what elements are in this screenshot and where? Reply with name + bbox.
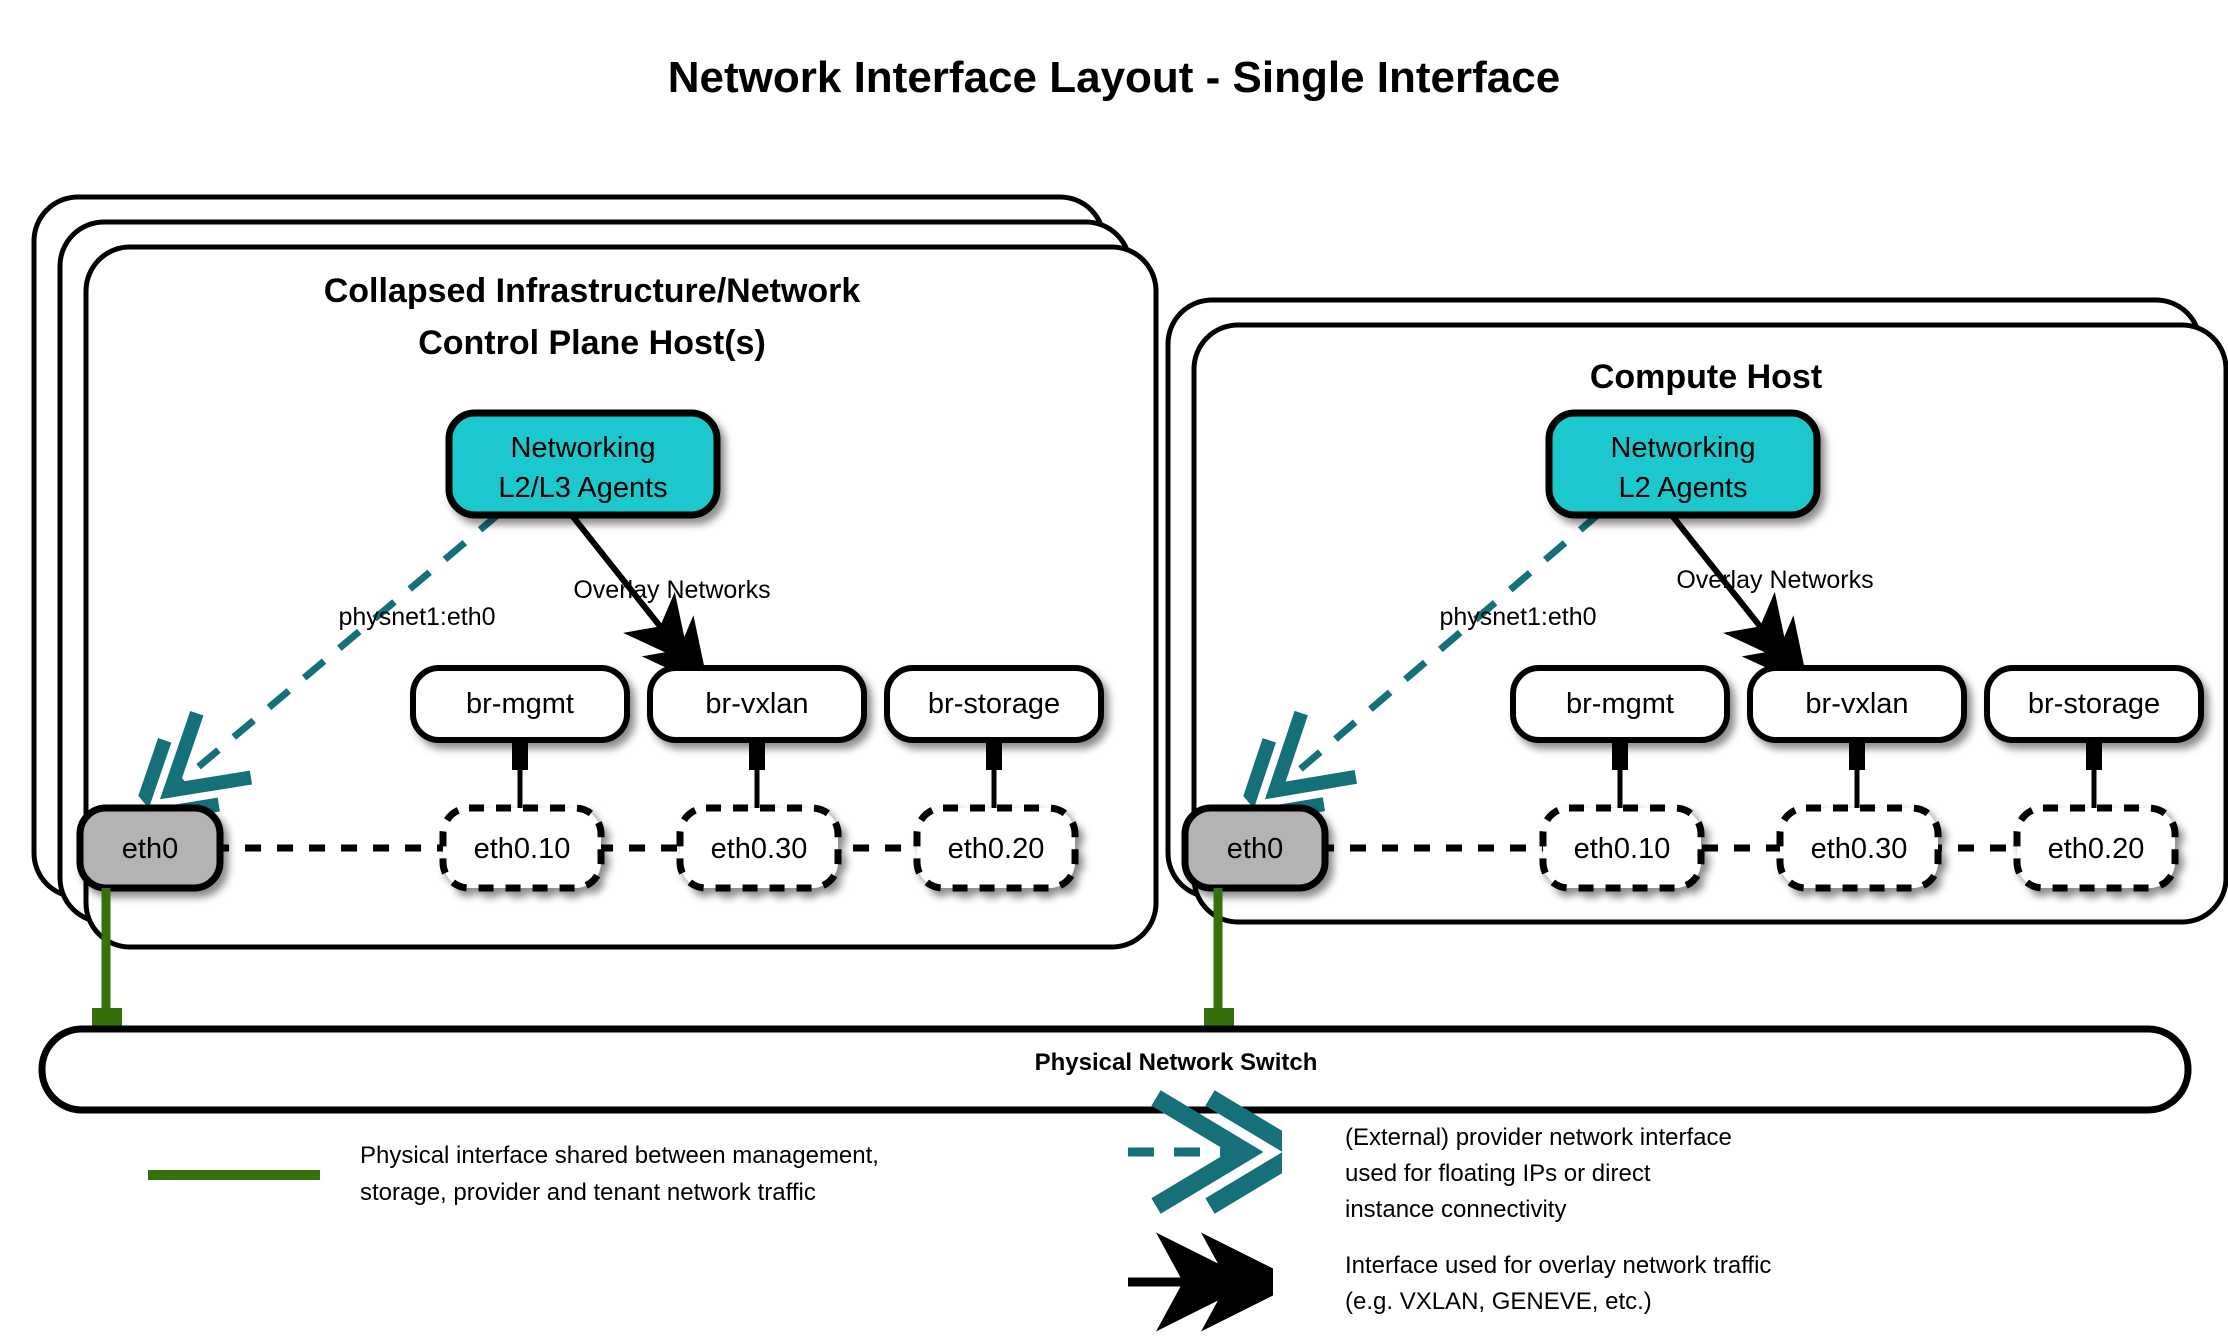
networking-agents-node[interactable]: Networking L2 Agents — [1545, 409, 1821, 519]
vlan-label: eth0.10 — [1574, 833, 1671, 865]
switch-label: Physical Network Switch — [1035, 1049, 1318, 1076]
legend-text-line: (External) provider network interface — [1345, 1124, 1732, 1151]
control-plane-host[interactable]: Collapsed Infrastructure/Network Control… — [76, 272, 1104, 892]
host-title-line2: Control Plane Host(s) — [418, 324, 766, 362]
bridge-group-br-storage[interactable]: br-storage — [884, 665, 1104, 822]
overlay-link-label: Overlay Networks — [1676, 566, 1873, 594]
legend: Physical interface shared between manage… — [148, 1124, 1771, 1315]
overlay-network-link — [1667, 511, 1790, 664]
bridge-label: br-storage — [2028, 688, 2160, 720]
agents-label-line2: L2 Agents — [1619, 472, 1748, 504]
legend-item-provider: (External) provider network interface us… — [1128, 1124, 1732, 1223]
overlay-link-label: Overlay Networks — [573, 576, 770, 604]
vlan-label: eth0.30 — [1811, 833, 1908, 865]
vlan-node-eth0-10[interactable]: eth0.10 — [1539, 804, 1705, 892]
nic-label: eth0 — [1227, 833, 1283, 865]
vlan-node-eth0-20[interactable]: eth0.20 — [913, 804, 1079, 892]
bridge-label: br-mgmt — [1566, 688, 1674, 720]
legend-text-line: storage, provider and tenant network tra… — [360, 1179, 816, 1206]
legend-text-line: instance connectivity — [1345, 1196, 1566, 1223]
legend-text-line: Physical interface shared between manage… — [360, 1142, 879, 1169]
page-title: Network Interface Layout - Single Interf… — [668, 53, 1560, 102]
legend-text-line: Interface used for overlay network traff… — [1345, 1252, 1771, 1279]
compute-host-stack — [1165, 297, 2228, 925]
host-card-front — [1191, 322, 2228, 925]
bridge-group-br-mgmt[interactable]: br-mgmt — [1510, 665, 1730, 822]
bridge-group-br-vxlan[interactable]: br-vxlan — [1747, 665, 1967, 822]
vlan-node-eth0-30[interactable]: eth0.30 — [1776, 804, 1942, 892]
agents-label-line1: Networking — [1610, 432, 1755, 464]
overlay-network-link — [567, 511, 690, 664]
legend-item-physical: Physical interface shared between manage… — [148, 1142, 879, 1206]
bridge-label: br-vxlan — [1805, 688, 1908, 720]
compute-host[interactable]: Compute Host physnet1:eth0 Overlay Netwo… — [1181, 358, 2204, 892]
vlan-label: eth0.30 — [711, 833, 808, 865]
vlan-label: eth0.20 — [948, 833, 1045, 865]
physical-network-switch[interactable]: Physical Network Switch — [38, 1025, 2192, 1114]
agents-label-line1: Networking — [510, 432, 655, 464]
host-card-front — [83, 244, 1159, 950]
host-title-line1: Compute Host — [1590, 358, 1822, 396]
vlan-label: eth0.10 — [474, 833, 571, 865]
bridge-label: br-storage — [928, 688, 1060, 720]
nic-label: eth0 — [122, 833, 178, 865]
bridge-label: br-vxlan — [705, 688, 808, 720]
host-title-line1: Collapsed Infrastructure/Network — [324, 272, 861, 310]
provider-link-label: physnet1:eth0 — [1439, 603, 1596, 631]
networking-agents-node[interactable]: Networking L2/L3 Agents — [445, 409, 721, 519]
legend-item-overlay: Interface used for overlay network traff… — [1128, 1252, 1771, 1315]
legend-text-line: used for floating IPs or direct — [1345, 1160, 1651, 1187]
vlan-node-eth0-30[interactable]: eth0.30 — [676, 804, 842, 892]
bridge-group-br-vxlan[interactable]: br-vxlan — [647, 665, 867, 822]
bridge-group-br-mgmt[interactable]: br-mgmt — [410, 665, 630, 822]
vlan-label: eth0.20 — [2048, 833, 2145, 865]
physical-nic-node[interactable]: eth0 — [1181, 804, 1329, 892]
vlan-node-eth0-10[interactable]: eth0.10 — [439, 804, 605, 892]
agents-label-line2: L2/L3 Agents — [498, 472, 667, 504]
vlan-node-eth0-20[interactable]: eth0.20 — [2013, 804, 2179, 892]
bridge-group-br-storage[interactable]: br-storage — [1984, 665, 2204, 822]
bridge-label: br-mgmt — [466, 688, 574, 720]
legend-text-line: (e.g. VXLAN, GENEVE, etc.) — [1345, 1288, 1652, 1315]
physical-nic-node[interactable]: eth0 — [76, 804, 224, 892]
provider-link-label: physnet1:eth0 — [338, 603, 495, 631]
